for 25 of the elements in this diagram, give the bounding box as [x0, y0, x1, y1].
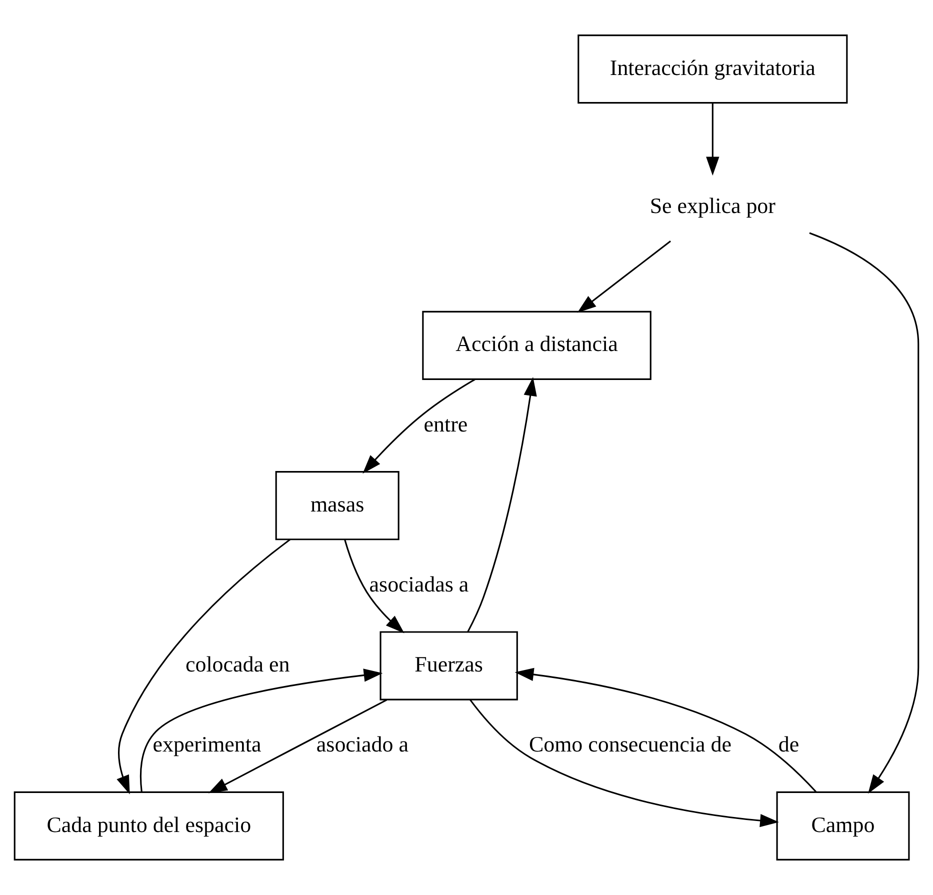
arrow [469, 699, 779, 828]
edge-label: experimenta [152, 732, 262, 757]
node-box: Interacción gravitatoria [578, 34, 848, 104]
node-box: Acción a distancia [422, 310, 652, 380]
arrow [344, 539, 404, 634]
arrow [577, 240, 671, 313]
edge-label: colocada en [185, 652, 290, 677]
arrow [208, 699, 388, 794]
edge-label: Como consecuencia de [528, 732, 732, 757]
arrow [514, 668, 817, 792]
node-box: Cada punto del espacio [14, 791, 284, 860]
arrow [140, 668, 383, 792]
node-box: masas [275, 471, 400, 540]
edge-label: asociado a [316, 732, 409, 757]
edge-label: asociadas a [369, 572, 469, 596]
node-box: Campo [776, 791, 910, 860]
edge-label: de [778, 732, 800, 757]
arrow [706, 103, 720, 176]
node-box: Fuerzas [380, 631, 518, 700]
edge-label: entre [424, 411, 468, 436]
arrow [362, 378, 476, 474]
arrow [809, 232, 920, 794]
arrow [467, 377, 537, 632]
arrow [116, 538, 291, 794]
node-text: Se explica por [650, 193, 776, 218]
